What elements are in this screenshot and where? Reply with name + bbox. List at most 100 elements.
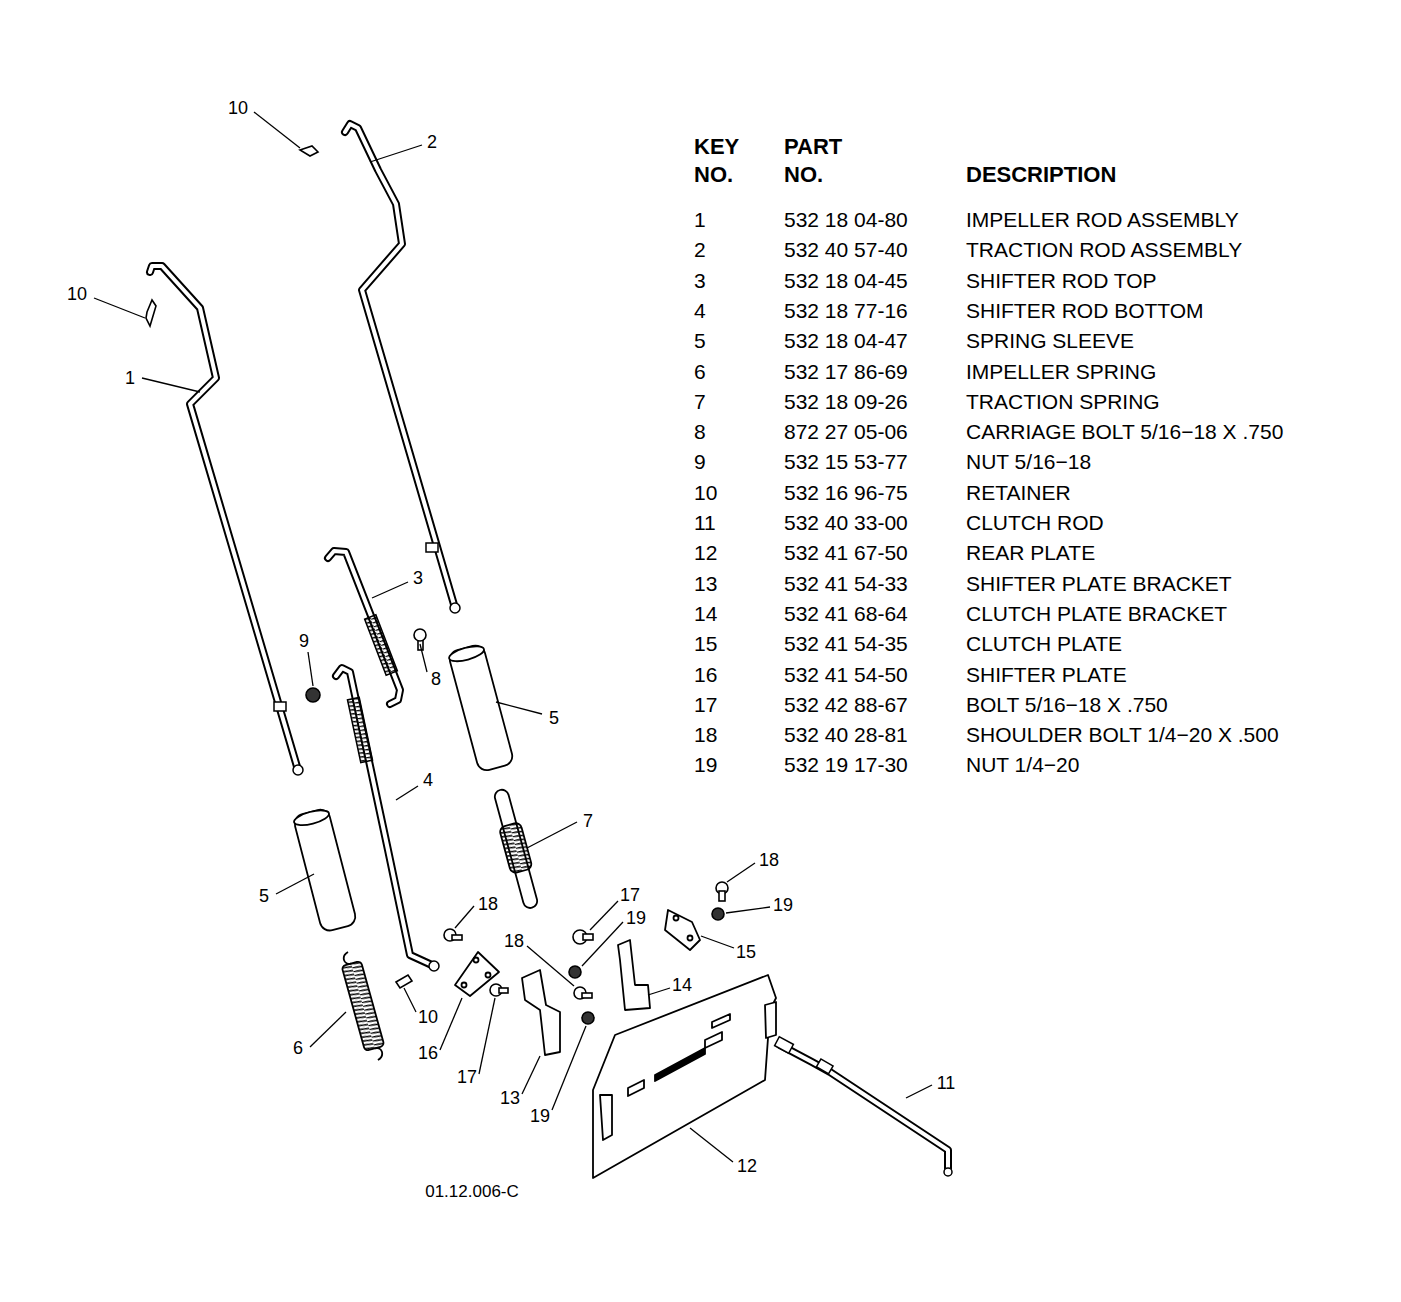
part-description: RETAINER (966, 479, 1071, 507)
callout-number: 17 (620, 885, 640, 905)
rear-plate-slot (712, 1014, 730, 1028)
part-number: 532 16 96-75 (784, 479, 908, 507)
part-number: 532 18 04-45 (784, 267, 908, 295)
rod-clip (775, 1037, 794, 1053)
part-description: SHOULDER BOLT 1/4−20 X .500 (966, 721, 1279, 749)
key-number: 5 (694, 327, 706, 355)
spring-loop (493, 788, 538, 909)
part-description: BOLT 5/16−18 X .750 (966, 691, 1168, 719)
part-description: SHIFTER ROD TOP (966, 267, 1157, 295)
callout-number: 14 (672, 975, 692, 995)
rear-plate-tab (765, 1002, 776, 1038)
bolt (583, 934, 593, 940)
callout-number: 8 (431, 669, 441, 689)
part-description: SPRING SLEEVE (966, 327, 1134, 355)
shifter-rod-top (328, 551, 400, 704)
rod-spring (365, 615, 398, 675)
callout-number: 19 (626, 908, 646, 928)
callout-number: 13 (500, 1088, 520, 1108)
leader-line (310, 1012, 346, 1047)
nut (569, 966, 581, 978)
shoulder-bolt (582, 993, 592, 998)
key-number: 2 (694, 236, 706, 264)
part-description: IMPELLER ROD ASSEMBLY (966, 206, 1239, 234)
plate-hole (688, 936, 693, 941)
part-description: IMPELLER SPRING (966, 358, 1156, 386)
rear-plate (593, 975, 776, 1178)
retainer (396, 975, 412, 988)
leader-line (582, 922, 623, 966)
callout-number: 12 (737, 1156, 757, 1176)
part-number: 532 18 04-47 (784, 327, 908, 355)
key-number: 11 (694, 509, 716, 537)
spring-sleeve (448, 643, 515, 772)
shifter-plate-bracket (522, 970, 560, 1055)
leader-line (455, 906, 474, 928)
leader-line (690, 1128, 733, 1162)
callout-number: 5 (259, 886, 269, 906)
rod-end (429, 961, 439, 971)
part-description: CARRIAGE BOLT 5/16−18 X .750 (966, 418, 1283, 446)
leader-line (372, 582, 408, 598)
callout-number: 19 (773, 895, 793, 915)
part-description: SHIFTER PLATE (966, 661, 1127, 689)
part-description: CLUTCH ROD (966, 509, 1104, 537)
part-description: TRACTION SPRING (966, 388, 1160, 416)
part-description: SHIFTER PLATE BRACKET (966, 570, 1232, 598)
spring-sleeve (293, 807, 358, 932)
callout-number: 5 (549, 708, 559, 728)
nut (712, 908, 724, 920)
part-number: 532 18 04-80 (784, 206, 908, 234)
rear-plate-tab (600, 1095, 612, 1140)
callout-number: 7 (583, 811, 593, 831)
plate-hole (462, 983, 467, 988)
callout-number: 19 (530, 1106, 550, 1126)
callout-number: 10 (67, 284, 87, 304)
springs (338, 787, 542, 1062)
impeller-spring (342, 961, 385, 1051)
leader-line (404, 988, 416, 1012)
leader-line (396, 786, 418, 800)
leader-line (94, 298, 145, 318)
part-description: REAR PLATE (966, 539, 1095, 567)
shifter-rod-top (328, 551, 400, 704)
nut (582, 1012, 594, 1024)
leader-line (527, 946, 574, 986)
rod-collar (426, 543, 438, 552)
leader-line (420, 644, 427, 672)
part-number: 532 41 54-50 (784, 661, 908, 689)
rod-end (944, 1168, 952, 1176)
key-number: 3 (694, 267, 706, 295)
callout-number: 1 (125, 368, 135, 388)
leader-line (522, 1056, 540, 1094)
clutch-rod (780, 1045, 948, 1172)
carriage-bolt (414, 629, 426, 641)
leader-line (479, 998, 495, 1074)
key-number: 6 (694, 358, 706, 386)
part-number: 532 40 33-00 (784, 509, 908, 537)
part-number: 532 41 54-35 (784, 630, 908, 658)
clutch-plate (665, 910, 700, 950)
table-header: DESCRIPTION (966, 161, 1116, 189)
key-number: 10 (694, 479, 717, 507)
callout-number: 18 (759, 850, 779, 870)
callout-number: 6 (293, 1038, 303, 1058)
part-number: 532 41 68-64 (784, 600, 908, 628)
rod-end (293, 765, 303, 775)
callout-number: 18 (478, 894, 498, 914)
part-number: 532 18 09-26 (784, 388, 908, 416)
callout-number: 15 (736, 942, 756, 962)
plate-hole (474, 958, 479, 963)
key-number: 7 (694, 388, 706, 416)
callout-number: 3 (413, 568, 423, 588)
callout-number: 11 (937, 1073, 956, 1093)
plate-hole (674, 916, 679, 921)
part-number: 532 18 77-16 (784, 297, 908, 325)
rod-spring (347, 697, 372, 762)
plate-hole (486, 973, 491, 978)
rod-end (450, 603, 460, 613)
key-number: 14 (694, 600, 717, 628)
rear-plate-slot (705, 1032, 722, 1048)
